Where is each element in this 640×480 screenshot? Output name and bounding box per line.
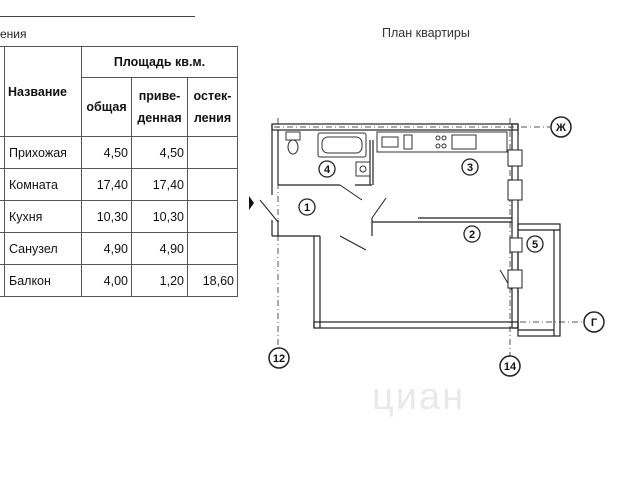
exterior-walls	[271, 123, 519, 329]
room-markers	[298, 158, 544, 253]
axis-label-12: 12	[273, 353, 285, 365]
table-row: Прихожая 4,50 4,50	[0, 136, 238, 169]
room-marker-4	[318, 160, 336, 178]
room-label-5: 5	[532, 239, 538, 251]
entrance-marker	[249, 196, 254, 210]
table-caption: ения	[0, 27, 27, 41]
room-label-4: 4	[324, 164, 331, 176]
axis-label-14: 14	[504, 361, 517, 373]
axis-marker-14	[499, 355, 521, 377]
interior-walls	[278, 140, 512, 236]
kitchen-fixtures	[376, 131, 508, 153]
axis-marker-zh	[550, 116, 572, 138]
bathroom-fixtures	[285, 131, 371, 177]
table-row: Балкон 4,00 1,20 18,60	[0, 264, 238, 297]
room-marker-2	[463, 225, 481, 243]
room-marker-1	[298, 198, 316, 216]
windows	[507, 149, 523, 289]
axis-marker-12	[268, 347, 290, 369]
reduced-header: приве-денная	[131, 77, 188, 137]
axis-label-g: Г	[591, 317, 598, 329]
area-table: Название Площадь кв.м. общая приве-денна…	[0, 46, 238, 297]
room-label-1: 1	[304, 202, 310, 214]
axis-markers	[268, 116, 605, 377]
area-header: Площадь кв.м.	[81, 46, 238, 78]
plan-title: План квартиры	[382, 26, 470, 40]
room-label-2: 2	[469, 229, 475, 241]
axis-marker-g	[583, 311, 605, 333]
room-marker-5	[526, 235, 544, 253]
table-row: Кухня 10,30 10,30	[0, 200, 238, 233]
glazing-header: остек-ления	[187, 77, 238, 137]
doors	[259, 184, 513, 291]
room-marker-3	[461, 158, 479, 176]
axis-label-zh: Ж	[555, 122, 566, 134]
room-label-3: 3	[467, 162, 473, 174]
watermark: циан	[372, 376, 466, 418]
top-rule	[0, 16, 195, 17]
